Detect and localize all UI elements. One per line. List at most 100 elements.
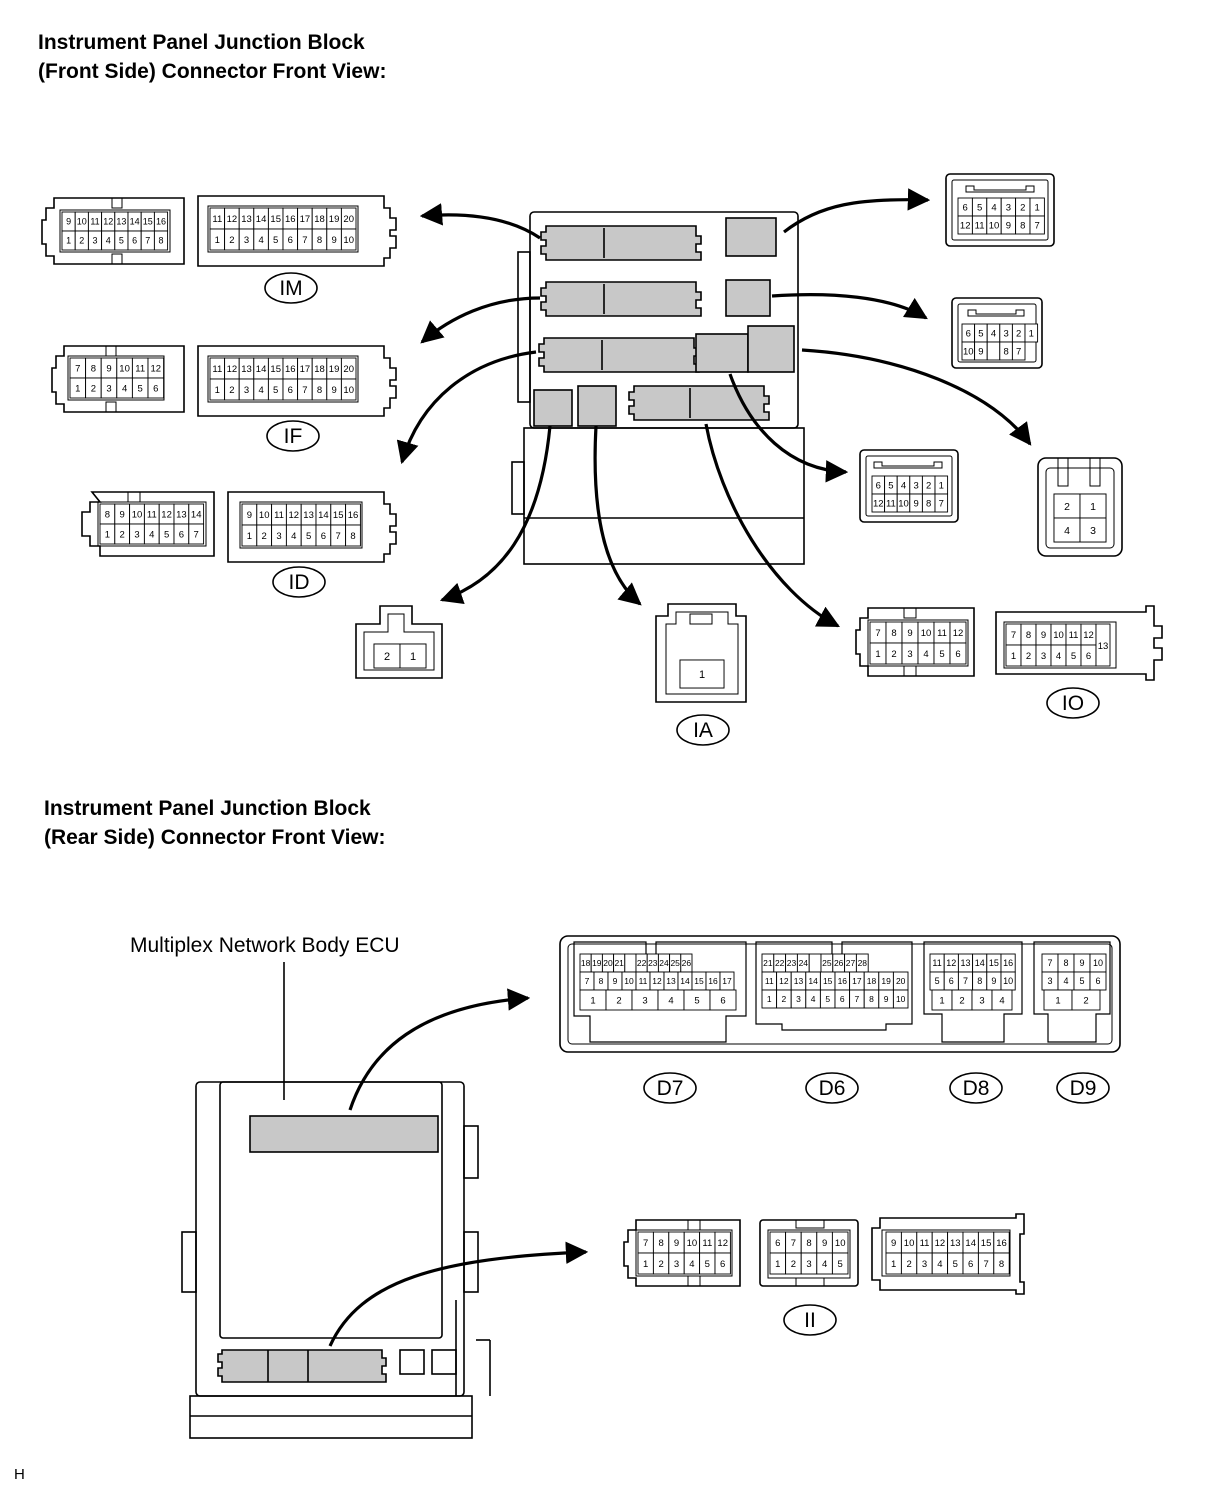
pin-number: 10	[963, 346, 974, 357]
pin-number: 4	[1064, 525, 1070, 537]
pin-number: 1	[215, 235, 220, 246]
pin-number: 8	[317, 385, 322, 396]
pin-number: 11	[886, 498, 896, 509]
pin-number: 5	[939, 649, 944, 660]
pin-number: 20	[896, 976, 906, 986]
pin-number: 7	[875, 628, 880, 639]
pin-number: 9	[674, 1238, 679, 1249]
pin-number: 7	[791, 1238, 796, 1249]
pin-number: 4	[937, 1259, 942, 1270]
pin-number: 2	[891, 649, 896, 660]
pin-number: 5	[694, 995, 699, 1006]
pin-cell	[1095, 623, 1111, 667]
pin-number: 7	[302, 385, 307, 396]
pin-number: 8	[1020, 220, 1025, 231]
pin-number: 8	[806, 1238, 811, 1249]
pin-number: 9	[913, 498, 918, 509]
pin-number: 4	[999, 995, 1004, 1006]
pin-number: 6	[179, 529, 184, 540]
pin-cell	[986, 341, 1001, 361]
pin-number: 3	[1090, 525, 1096, 537]
pin-cell	[340, 228, 357, 251]
pin-number: 28	[858, 958, 868, 968]
pin-cell	[153, 230, 169, 251]
pin-number: 17	[852, 976, 862, 986]
pin-number: 1	[775, 1259, 780, 1270]
pin-number: 2	[782, 994, 787, 1004]
pin-number: 13	[116, 217, 126, 227]
pin-number: 3	[276, 531, 281, 542]
pin-number: 20	[343, 214, 354, 225]
pin-number: 7	[1011, 630, 1016, 641]
pin-number: 1	[1055, 995, 1060, 1006]
pin-number: 3	[922, 1259, 927, 1270]
pin-number: 15	[981, 1238, 992, 1249]
pin-number: 2	[262, 531, 267, 542]
pin-cell	[147, 377, 165, 399]
pin-number: 24	[799, 958, 809, 968]
pin-number: 4	[258, 235, 263, 246]
pin-number: 14	[965, 1238, 976, 1249]
pin-number: 6	[949, 976, 954, 986]
pin-number: 5	[273, 385, 278, 396]
pin-cell	[1011, 341, 1026, 361]
pin-number: 13	[176, 509, 187, 520]
pin-number: 6	[775, 1238, 780, 1249]
pin-number: 15	[270, 214, 281, 225]
pin-number: 9	[331, 385, 336, 396]
pin-number: 1	[1035, 202, 1040, 213]
pin-cell	[624, 953, 637, 973]
pin-number: 4	[258, 385, 263, 396]
connector-d8	[923, 941, 1023, 1043]
front-junction-block	[511, 211, 805, 565]
pin-number: 10	[343, 385, 354, 396]
pin-number: 9	[991, 976, 996, 986]
pin-number: 9	[66, 217, 71, 227]
pin-number: 6	[840, 994, 845, 1004]
pin-number: 7	[1047, 958, 1052, 968]
pin-number: 4	[1056, 651, 1061, 662]
label-d6: D6	[819, 1077, 846, 1100]
pin-number: 6	[153, 383, 158, 394]
pin-number: 25	[670, 958, 680, 968]
pin-number: 10	[989, 220, 1000, 231]
pin-number: 8	[1003, 346, 1008, 357]
pin-number: 4	[689, 1259, 694, 1270]
pin-number: 2	[658, 1259, 663, 1270]
pin-number: 6	[968, 1259, 973, 1270]
pin-number: 13	[241, 364, 252, 375]
pin-number: 12	[227, 214, 238, 225]
pin-number: 3	[244, 235, 249, 246]
pin-number: 12	[1083, 630, 1094, 641]
pin-number: 15	[694, 976, 704, 986]
pin-number: 18	[314, 214, 325, 225]
pin-number: 10	[898, 498, 909, 509]
pin-number: 2	[906, 1259, 911, 1270]
pin-number: 9	[613, 976, 618, 986]
pin-number: 6	[720, 1259, 725, 1270]
pin-number: 6	[132, 236, 137, 246]
pin-number: 3	[806, 1259, 811, 1270]
pin-number: 26	[834, 958, 844, 968]
pin-number: 21	[614, 958, 624, 968]
pin-number: 2	[1016, 328, 1021, 339]
multiplex-ecu-body	[181, 962, 491, 1439]
pin-number: 2	[384, 651, 390, 663]
pin-number: 8	[105, 509, 110, 520]
pin-number: 9	[822, 1238, 827, 1249]
front-side-heading: Instrument Panel Junction Block (Front S…	[38, 31, 387, 83]
pin-number: 7	[145, 236, 150, 246]
pin-cell	[399, 643, 427, 669]
pin-number: 19	[329, 214, 340, 225]
label-io: IO	[1062, 692, 1084, 715]
pin-number: 11	[702, 1238, 712, 1249]
pin-number: 6	[288, 385, 293, 396]
pin-number: 8	[869, 994, 874, 1004]
pin-number: 12	[873, 498, 884, 509]
pin-number: 11	[765, 976, 774, 986]
pin-number: 15	[143, 217, 153, 227]
pin-number: 23	[787, 958, 797, 968]
pin-cell	[188, 523, 205, 545]
pin-cell	[993, 1252, 1010, 1275]
